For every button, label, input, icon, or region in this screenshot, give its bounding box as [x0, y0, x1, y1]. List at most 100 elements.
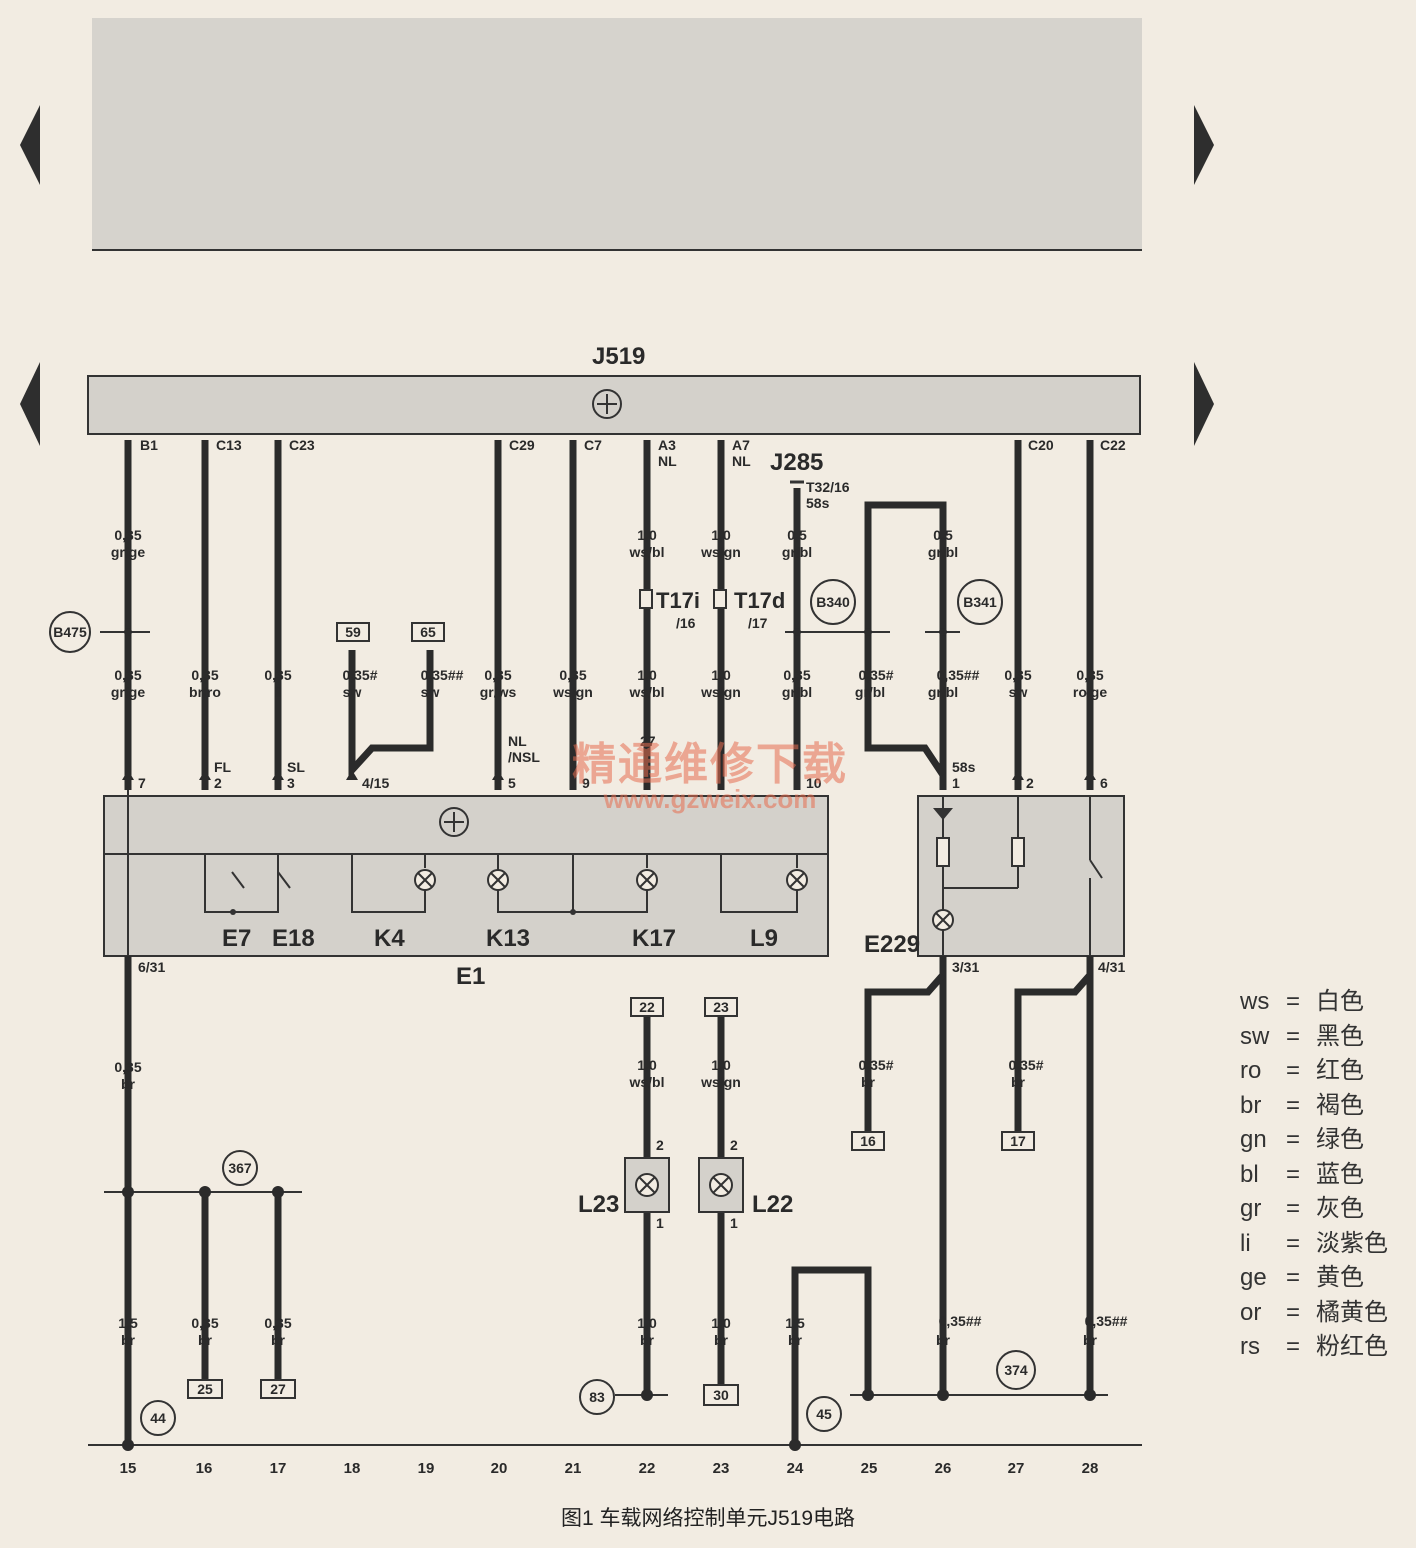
- e229-module: [917, 795, 1125, 957]
- svg-text:27: 27: [640, 733, 656, 749]
- svg-text:br: br: [936, 1332, 951, 1348]
- box-25: 25: [197, 1381, 213, 1397]
- box-23: 23: [713, 999, 729, 1015]
- t17i-label: T17i: [656, 588, 700, 613]
- prev-arrow-icon[interactable]: [20, 105, 40, 185]
- legend-row: li=淡紫色: [1240, 1229, 1388, 1257]
- e1-top-section: [103, 795, 829, 855]
- svg-text:br: br: [271, 1332, 286, 1348]
- svg-text:1: 1: [656, 1215, 664, 1231]
- svg-text:18: 18: [344, 1460, 361, 1477]
- svg-text:br: br: [640, 1332, 655, 1348]
- svg-text:21: 21: [565, 1460, 582, 1477]
- junction-367: 367: [228, 1160, 252, 1176]
- svg-text:2: 2: [1026, 775, 1034, 791]
- box-30: 30: [713, 1387, 729, 1403]
- svg-text:2: 2: [656, 1137, 664, 1153]
- box-22: 22: [639, 999, 655, 1015]
- svg-text:br: br: [198, 1332, 213, 1348]
- svg-text:gr/bl: gr/bl: [928, 544, 958, 560]
- svg-text:ws/bl: ws/bl: [628, 544, 664, 560]
- svg-text:gr/ge: gr/ge: [111, 544, 145, 560]
- box-65: 65: [420, 624, 436, 640]
- svg-text:15: 15: [120, 1460, 137, 1477]
- e1-internal: [127, 790, 798, 980]
- legend-row: ro=红色: [1240, 1057, 1364, 1084]
- switch-e7: E7: [222, 925, 251, 952]
- svg-text:4/15: 4/15: [362, 775, 389, 791]
- svg-text:0,35: 0,35: [191, 667, 218, 683]
- pin-c7: C7: [584, 437, 602, 453]
- junction-b475: B475: [53, 624, 87, 640]
- svg-text:7: 7: [138, 775, 146, 791]
- svg-text:1,5: 1,5: [785, 1315, 805, 1331]
- svg-text:0,35: 0,35: [264, 667, 291, 683]
- ground-symbol-icon: [592, 389, 622, 419]
- legend-row: gn=绿色: [1240, 1126, 1364, 1153]
- prev-arrow-icon-2[interactable]: [20, 362, 40, 446]
- box-27: 27: [270, 1381, 286, 1397]
- legend-row: or=橘黄色: [1240, 1298, 1388, 1326]
- j285-label: J285: [770, 449, 823, 476]
- legend-row: ws=白色: [1240, 988, 1364, 1015]
- svg-text:1: 1: [952, 775, 960, 791]
- svg-text:19: 19: [418, 1460, 435, 1477]
- svg-text:23: 23: [713, 1460, 730, 1477]
- svg-text:sw: sw: [421, 684, 440, 700]
- svg-text:1,0: 1,0: [637, 1315, 657, 1331]
- lamp-k13: K13: [486, 925, 530, 952]
- box-17: 17: [1010, 1133, 1026, 1149]
- svg-text:/NSL: /NSL: [508, 749, 540, 765]
- svg-text:26: 26: [935, 1460, 952, 1477]
- svg-text:27: 27: [1008, 1460, 1025, 1477]
- junction-374: 374: [1004, 1362, 1028, 1378]
- svg-text:gr/ge: gr/ge: [111, 684, 145, 700]
- legend-row: ge=黄色: [1240, 1264, 1364, 1291]
- top-pin-labels: B1 C13 C23 C29 C7 A3 NL A7 NL C20 C22: [140, 437, 1126, 469]
- svg-text:SL: SL: [287, 759, 305, 775]
- previous-page-panel: [92, 18, 1142, 250]
- pin-a3: A3: [658, 437, 676, 453]
- svg-text:gr/bl: gr/bl: [928, 684, 958, 700]
- svg-text:0,35: 0,35: [114, 667, 141, 683]
- svg-text:li: li: [274, 684, 282, 700]
- svg-text:0,35##: 0,35##: [1085, 1313, 1128, 1329]
- svg-text:gr/bl: gr/bl: [855, 684, 885, 700]
- svg-text:ws/bl: ws/bl: [628, 684, 664, 700]
- svg-text:6: 6: [1100, 775, 1108, 791]
- color-legend: ws=白色 sw=黑色 ro=红色 br=褐色 gn=绿色 bl=蓝色 gr=灰…: [1240, 985, 1410, 1365]
- svg-text:0,35##: 0,35##: [937, 667, 980, 683]
- svg-text:28: 28: [1082, 1460, 1099, 1477]
- svg-text:0,35: 0,35: [114, 1059, 141, 1075]
- svg-text:ws/gn: ws/gn: [700, 684, 741, 700]
- junction-b340: B340: [816, 594, 850, 610]
- svg-text:0,35: 0,35: [783, 667, 810, 683]
- figure-caption: 图1 车载网络控制单元J519电路: [560, 1507, 856, 1530]
- svg-text:br: br: [714, 1332, 729, 1348]
- svg-text:br/ro: br/ro: [189, 684, 221, 700]
- j285-sub: 58s: [806, 495, 830, 511]
- svg-text:3/31: 3/31: [952, 959, 979, 975]
- svg-text:16: 16: [196, 1460, 213, 1477]
- upper-wires: [124, 440, 1094, 790]
- svg-text:ws/gn: ws/gn: [700, 544, 741, 560]
- svg-text:ws/bl: ws/bl: [628, 1074, 664, 1090]
- e1-ground-icon: [439, 807, 469, 837]
- svg-text:sw: sw: [343, 684, 362, 700]
- svg-text:22: 22: [639, 1460, 656, 1477]
- junction-44: 44: [150, 1410, 166, 1426]
- lower-wires: [124, 956, 1094, 1445]
- pin-b1: B1: [140, 437, 158, 453]
- svg-text:1,0: 1,0: [637, 527, 657, 543]
- junction-83: 83: [589, 1389, 605, 1405]
- svg-text:gr/bl: gr/bl: [782, 684, 812, 700]
- junction-b341: B341: [963, 594, 997, 610]
- svg-text:0,35##: 0,35##: [421, 667, 464, 683]
- legend-row: rs=粉红色: [1240, 1333, 1388, 1360]
- next-arrow-icon[interactable]: [1194, 105, 1214, 185]
- pin-c22: C22: [1100, 437, 1126, 453]
- next-arrow-icon-2[interactable]: [1194, 362, 1214, 446]
- svg-text:FL: FL: [214, 759, 232, 775]
